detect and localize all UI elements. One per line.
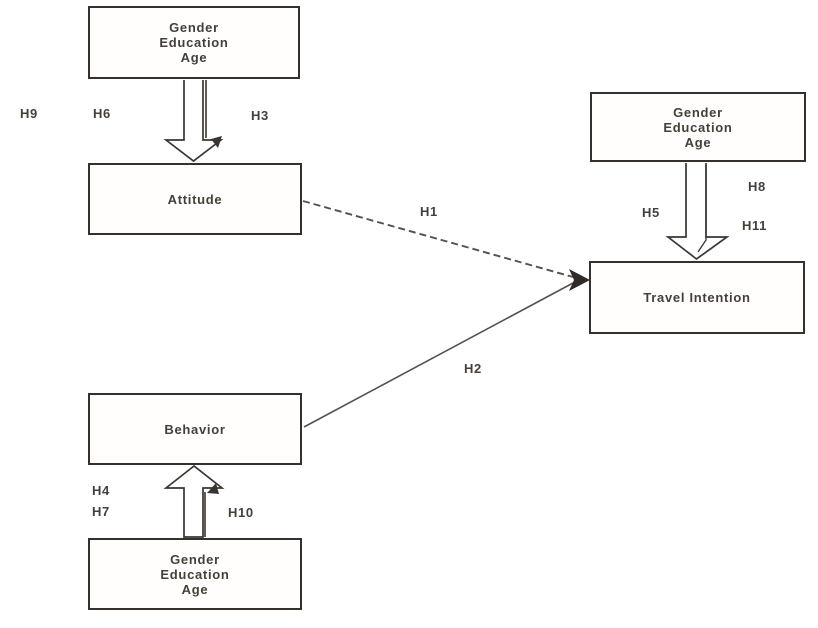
hypothesis-label-h5: H5 — [642, 205, 660, 220]
block-arrow-demographics-to-attitude — [163, 80, 224, 163]
solid-arrow-behavior-to-travel-intention — [303, 282, 574, 428]
node-demographics-bottom-left-label: Gender Education Age — [160, 551, 230, 597]
hypothesis-label-h2: H2 — [464, 361, 482, 376]
node-demographics-top-right-label: Gender Education Age — [663, 104, 733, 150]
hypothesis-label-h6: H6 — [93, 106, 111, 121]
hypothesis-label-h8: H8 — [748, 179, 766, 194]
node-behavior: Behavior — [88, 393, 302, 465]
hypothesis-label-h1: H1 — [420, 204, 438, 219]
hypothesis-label-h11: H11 — [742, 218, 767, 233]
thin-arrowhead-top-left — [211, 136, 222, 148]
hypothesis-label-h7: H7 — [92, 504, 110, 519]
node-attitude-label: Attitude — [167, 191, 223, 207]
convergence-arrowhead — [569, 269, 590, 291]
thin-arrowhead-bottom-left — [207, 483, 219, 494]
node-travel-intention-label: Travel Intention — [643, 290, 751, 305]
node-demographics-bottom-left: Gender Education Age — [88, 538, 302, 610]
node-travel-intention: Travel Intention — [589, 261, 805, 334]
thin-arrow-line-top-right — [697, 165, 707, 253]
node-demographics-top-left: Gender Education Age — [88, 6, 300, 79]
node-demographics-top-right: Gender Education Age — [590, 92, 806, 162]
dashed-arrow-attitude-to-travel-intention — [302, 200, 574, 278]
node-attitude: Attitude — [88, 163, 302, 235]
hypothesis-label-h9: H9 — [20, 106, 38, 121]
node-demographics-top-left-label: Gender Education Age — [159, 20, 229, 65]
hypothesis-label-h4: H4 — [92, 483, 110, 498]
hypothesis-label-h10: H10 — [228, 505, 254, 520]
hypothesis-label-h3: H3 — [251, 108, 269, 123]
block-arrow-demographics-to-behavior — [163, 464, 225, 538]
node-behavior-label: Behavior — [164, 421, 226, 437]
block-arrow-demographics-to-travel-intention — [665, 163, 730, 261]
